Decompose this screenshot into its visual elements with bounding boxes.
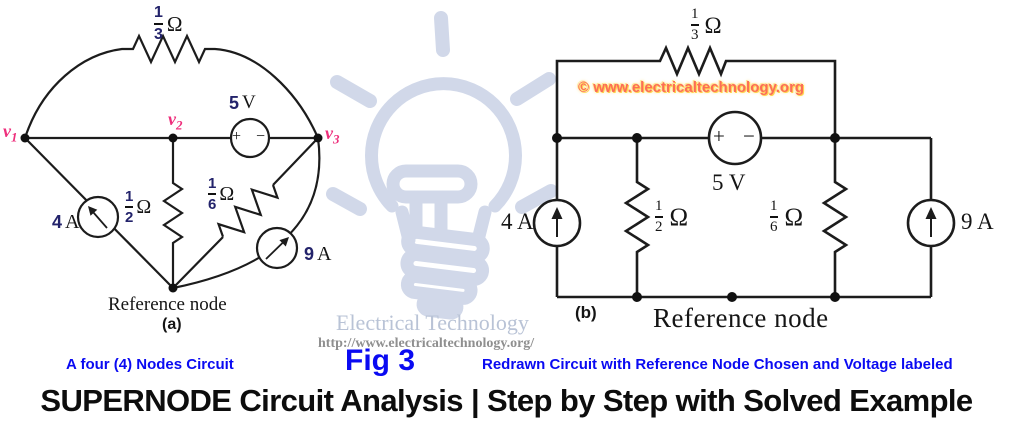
fraction-numerator: 1 <box>655 198 663 214</box>
fraction-denominator: 6 <box>208 196 217 213</box>
resistor-one-half-branch <box>162 138 184 288</box>
fraction-bar <box>208 193 217 195</box>
resistor-one-half-label: 1 2 Ω <box>125 189 151 225</box>
v1-base: v <box>3 121 11 141</box>
fraction-bar <box>691 24 699 26</box>
current-arrow-9a <box>265 237 289 260</box>
fraction-bar <box>770 216 778 218</box>
bulb-base-threads <box>400 225 490 320</box>
current-arrow-4a <box>88 206 108 229</box>
resistor-one-sixth-branch <box>172 137 319 289</box>
fraction-numerator: 1 <box>208 175 217 192</box>
fraction-numerator: 1 <box>125 188 134 205</box>
watermark-url-text: http://www.electricaltechnology.org/ <box>318 336 535 351</box>
resistor-one-sixth-branch-b <box>821 138 849 297</box>
current-unit-a: A <box>65 211 80 233</box>
reference-node-label-a: Reference node <box>108 294 227 315</box>
resistor-one-sixth-label: 1 6 Ω <box>208 176 234 212</box>
fraction-denominator: 6 <box>770 219 778 235</box>
current-source-label-9a-b: 9 A <box>961 209 994 234</box>
page-title: SUPERNODE Circuit Analysis | Step by Ste… <box>40 383 973 418</box>
node-label-v2: v2 <box>168 110 183 132</box>
node-dots-a <box>20 133 323 293</box>
current-arrow-9a-b <box>925 207 937 237</box>
v2-sub: 2 <box>176 117 183 133</box>
reference-node-label-b: Reference node <box>653 303 829 333</box>
voltage-source-label-b: 5 V <box>712 170 746 195</box>
current-unit-a2: A <box>317 243 332 265</box>
current-value-9: 9 <box>304 244 315 264</box>
fraction-denominator: 2 <box>125 209 134 226</box>
voltage-unit: V <box>242 92 256 113</box>
resistor-one-third-branch-b <box>555 44 837 138</box>
v3-base: v <box>325 123 333 143</box>
minus-sign-b: − <box>743 124 755 148</box>
current-source-label-4a: 4 A <box>52 212 79 232</box>
caption-circuit-a: A four (4) Nodes Circuit <box>66 356 234 373</box>
copyright-watermark-text: © www.electricaltechnology.org <box>578 79 805 96</box>
fraction-numerator: 1 <box>154 4 163 21</box>
circuit-b-wires <box>532 44 956 302</box>
voltage-source-5v-circle <box>229 117 271 159</box>
v1-sub: 1 <box>11 129 18 145</box>
fraction-bar <box>154 23 163 25</box>
plus-sign-a: + <box>232 128 242 145</box>
watermark-brand-text: Electrical Technology <box>336 310 529 335</box>
v2-base: v <box>168 109 176 129</box>
bulb-rays <box>326 11 558 216</box>
circuit-a-wires <box>20 33 323 293</box>
ohm-unit: Ω <box>669 203 689 231</box>
resistor-one-third-label-b: 1 3 Ω <box>691 7 722 43</box>
fraction-bar <box>655 216 663 218</box>
current-source-label-9a: 9 A <box>304 244 331 264</box>
node-label-v3: v3 <box>325 124 340 146</box>
voltage-value: 5 <box>229 92 240 113</box>
v3-sub: 3 <box>333 131 340 147</box>
resistor-one-sixth-label-b: 1 6 Ω <box>770 199 803 235</box>
current-source-label-4a-b: 4 A <box>501 209 534 234</box>
ohm-unit: Ω <box>704 12 722 38</box>
fraction-bar <box>125 206 134 208</box>
lightbulb-sketch <box>326 11 558 320</box>
current-arrow-4a-b <box>551 207 563 237</box>
resistor-one-half-branch-b <box>623 138 651 297</box>
bulb-filament <box>386 164 478 204</box>
panel-label-b: (b) <box>575 303 597 322</box>
ohm-unit: Ω <box>784 203 804 231</box>
fraction-numerator: 1 <box>770 198 778 214</box>
ohm-unit: Ω <box>166 11 183 36</box>
voltage-source-label-a: 5 V <box>229 93 256 112</box>
current-9a-branch <box>172 137 321 290</box>
ohm-unit: Ω <box>136 196 152 218</box>
figure-number-label: Fig 3 <box>345 344 416 377</box>
ohm-unit: Ω <box>219 183 235 205</box>
fraction-denominator: 2 <box>655 219 663 235</box>
node-dots-b <box>552 133 840 302</box>
current-value-4: 4 <box>52 212 63 232</box>
node-label-v1: v1 <box>3 122 18 144</box>
voltage-source-5v-circle-b <box>707 110 763 166</box>
resistor-one-half-label-b: 1 2 Ω <box>655 199 688 235</box>
plus-sign-b: + <box>713 124 725 148</box>
fraction-denominator: 3 <box>154 26 163 43</box>
resistor-one-third-label: 1 3 Ω <box>154 5 183 43</box>
resistor-one-third-branch <box>23 33 320 139</box>
caption-circuit-b: Redrawn Circuit with Reference Node Chos… <box>482 356 953 373</box>
panel-label-a: (a) <box>162 316 182 333</box>
minus-sign-a: − <box>256 128 266 145</box>
fraction-numerator: 1 <box>691 6 699 22</box>
fraction-denominator: 3 <box>691 27 699 43</box>
bulb-globe <box>365 77 522 213</box>
resistor-one-sixth-zigzag <box>216 184 280 238</box>
